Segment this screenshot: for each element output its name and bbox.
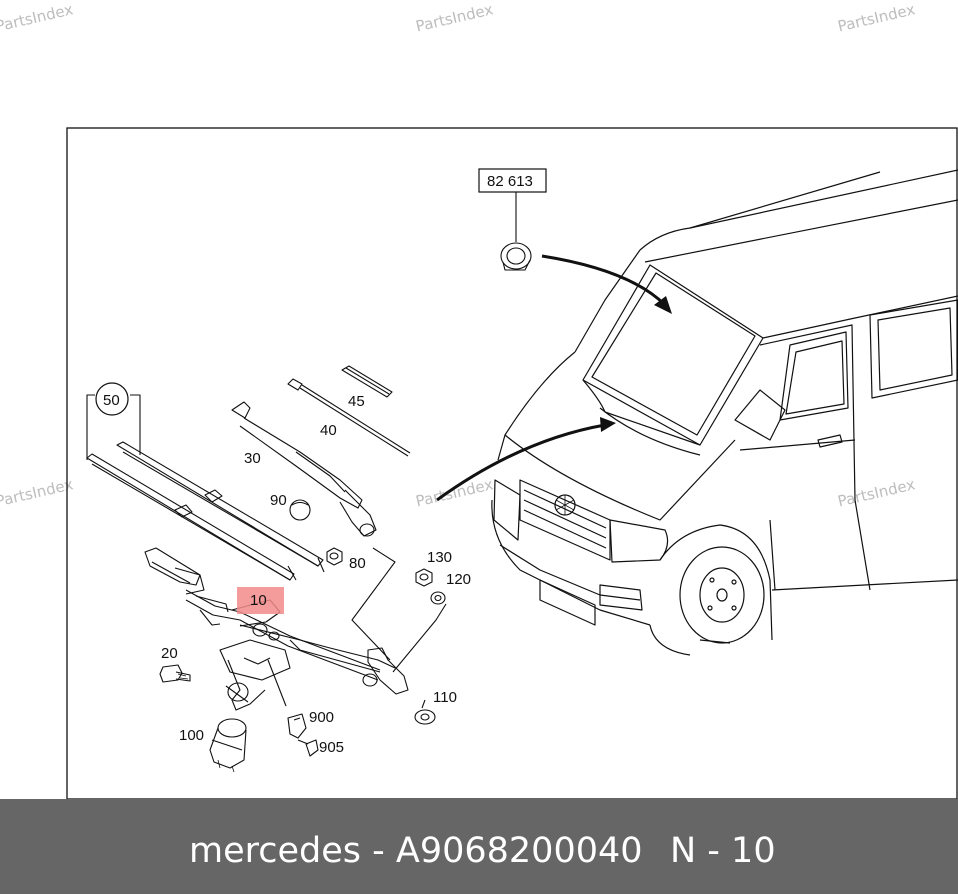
wiper-motor [219,639,291,711]
part-10-wiper-linkage [144,547,409,695]
callout-circle-50 [95,382,129,416]
callout-110: 110 [433,689,457,706]
footer-bar: mercedes - A9068200040 N - 10 [0,799,958,894]
callout-82613: 82 613 [487,173,533,190]
part-80-nut [326,547,343,566]
arrow-head-icon [654,296,672,314]
part-45-insert [341,365,393,398]
callout-80: 80 [349,555,366,572]
part-50-wiper-blades [86,441,325,581]
callout-120: 120 [446,571,471,588]
callout-900: 900 [309,709,334,726]
callout-90: 90 [270,492,287,509]
highlight-box-10 [237,587,284,614]
callout-45: 45 [348,393,365,410]
part-130-nut [415,568,433,587]
callout-20: 20 [161,645,178,662]
diagram-frame [66,127,958,800]
callout-30: 30 [244,450,261,467]
callout-40: 40 [320,422,337,439]
part-90-cap [289,499,311,521]
part-number-text: mercedes - A9068200040 [189,831,643,871]
van-illustration [491,169,958,656]
callout-100: 100 [179,727,204,744]
arrow-head-icon [600,417,616,432]
part-100-mount [209,718,247,773]
callout-box-82613 [478,168,547,193]
position-number-text: N - 10 [670,831,776,871]
grommet-82613 [500,242,532,271]
part-120-washer [430,591,446,605]
part-30-wiper-arm [231,401,377,537]
part-40-rubber [287,378,411,457]
location-arrows [436,254,667,502]
callout-905: 905 [319,739,344,756]
part-110-washer [414,709,436,725]
callout-130: 130 [427,549,452,566]
part-20-bolt [159,664,191,683]
callout-10: 10 [250,592,267,609]
callout-50: 50 [103,392,120,409]
part-900-connector [287,713,307,739]
part-905-plug [305,739,319,757]
